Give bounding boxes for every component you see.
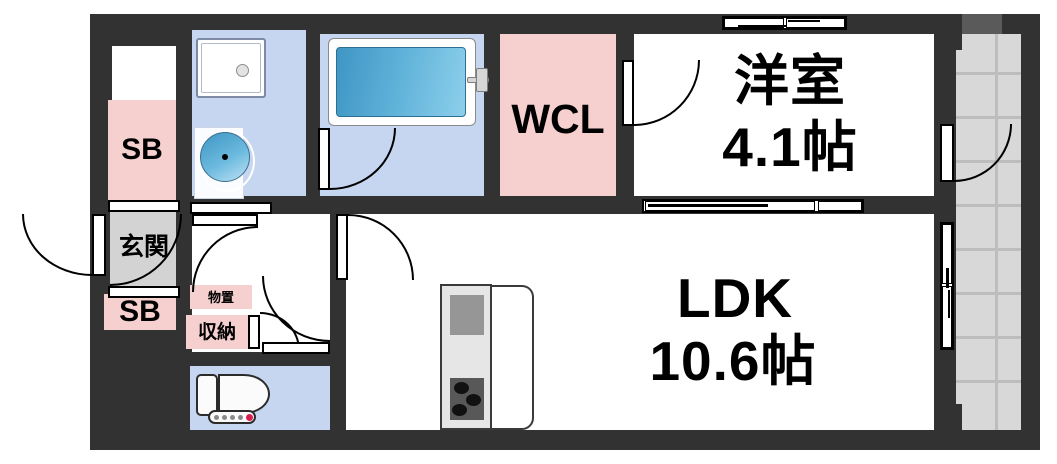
bedroom-window-pane xyxy=(724,18,784,28)
wall-washroom-left xyxy=(176,14,192,202)
toilet-panel-button xyxy=(246,414,253,421)
toilet-panel-dot xyxy=(222,415,227,420)
balcony-door-leaf[interactable] xyxy=(940,124,954,182)
wall-right-outer xyxy=(1020,14,1040,450)
bathtub-basin xyxy=(336,47,466,117)
wall-sb-upper-surround xyxy=(90,14,190,46)
stove-burner xyxy=(452,404,467,416)
washroom-door-leaf[interactable] xyxy=(192,214,258,226)
stove-burner xyxy=(454,382,469,394)
bathtub-tap xyxy=(476,68,488,92)
balcony-grid-line xyxy=(955,248,1021,251)
yoshitsu-area: 4.1帖 xyxy=(690,118,890,176)
washing-machine-pan-inner xyxy=(201,43,261,93)
sb-lower: SB xyxy=(104,294,176,330)
wcl-label: WCL xyxy=(500,96,616,142)
washing-machine-drain-icon xyxy=(236,64,249,77)
ldk-area-text: 10.6帖 xyxy=(649,329,817,392)
wall-top-balcony-cap xyxy=(962,14,1002,34)
genkan-upper-window[interactable] xyxy=(108,286,180,298)
partition-rail xyxy=(648,204,768,207)
wall-bath-left xyxy=(306,14,320,202)
wcl-label-text: WCL xyxy=(511,95,605,142)
shuno: 収納 xyxy=(186,315,248,349)
balcony-grid-line xyxy=(955,380,1021,383)
ldk-name: LDK xyxy=(640,266,830,329)
wall-wet-zone-bottom xyxy=(176,196,634,214)
bedroom-window-rail xyxy=(738,25,786,27)
kitchen-sink xyxy=(450,295,484,335)
entrance-door-swing xyxy=(22,214,92,276)
toilet-door-leaf[interactable] xyxy=(262,342,330,354)
balcony xyxy=(955,34,1021,430)
genkan-shelf-strip[interactable] xyxy=(108,200,180,212)
wall-toilet-top xyxy=(176,352,346,366)
closet-door-leaf[interactable] xyxy=(248,315,260,349)
balcony-grid-vertical xyxy=(995,34,998,430)
bedroom-window-pane xyxy=(786,18,845,28)
balcony-grid-line xyxy=(955,116,1021,119)
yoshitsu-name-text: 洋室 xyxy=(733,49,846,112)
sb-upper-label: SB xyxy=(121,133,163,166)
stove-burner xyxy=(466,394,481,406)
ldk-balcony-pane xyxy=(942,286,952,348)
shuno-label: 収納 xyxy=(197,321,236,343)
bath-door-leaf[interactable] xyxy=(318,128,330,190)
room-wcl xyxy=(498,34,618,202)
balcony-grid-line xyxy=(955,204,1021,207)
kitchen-counter xyxy=(490,285,534,430)
monooki-label: 物置 xyxy=(207,289,234,305)
yoshitsu-area-text: 4.1帖 xyxy=(722,115,858,178)
toilet-panel-dot xyxy=(230,415,235,420)
ldk-name-text: LDK xyxy=(676,266,794,329)
balcony-grid-line xyxy=(955,72,1021,75)
wcl-door-leaf[interactable] xyxy=(622,60,634,126)
ldk-balcony-rail xyxy=(946,268,949,288)
balcony-grid-line xyxy=(955,336,1021,339)
ldk-balcony-rail xyxy=(948,290,950,318)
toilet-bowl xyxy=(218,374,270,414)
wall-bottom-outer xyxy=(90,430,1040,450)
toilet-tank xyxy=(196,374,218,416)
yoshitsu-name: 洋室 xyxy=(700,52,880,110)
sb-lower-label: SB xyxy=(119,295,161,328)
balcony-grid-line xyxy=(955,292,1021,295)
toilet-panel-dot xyxy=(214,415,219,420)
entrance-door-leaf[interactable] xyxy=(92,214,106,276)
wall-wcl-left xyxy=(484,14,500,202)
wash-basin-drain-icon xyxy=(222,154,228,160)
hall-door-leaf[interactable] xyxy=(336,214,348,280)
partition-pane xyxy=(818,201,862,211)
toilet-panel-dot xyxy=(238,415,243,420)
sb-upper: SB xyxy=(108,100,176,200)
bedroom-window-rail xyxy=(788,20,820,22)
washroom-lower-strip[interactable] xyxy=(190,202,272,214)
ldk-area: 10.6帖 xyxy=(612,332,854,390)
